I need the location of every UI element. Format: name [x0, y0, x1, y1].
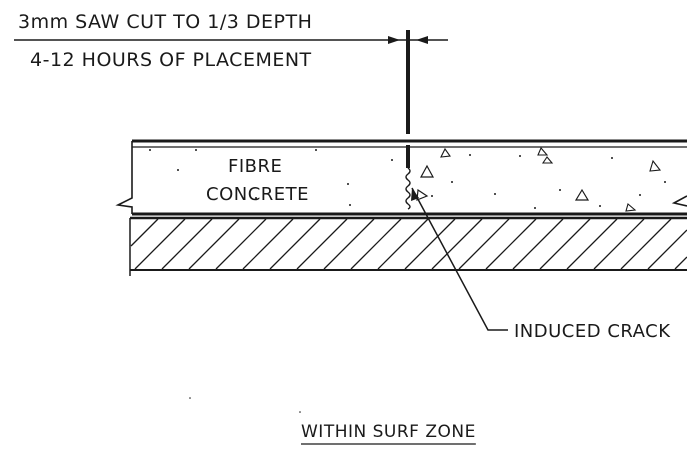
hatch-line — [593, 218, 645, 270]
hatch-line — [674, 256, 687, 270]
hatch-line — [215, 218, 267, 270]
hatch-line — [539, 218, 591, 270]
hatch-line — [566, 218, 618, 270]
crack-label: INDUCED CRACK — [514, 321, 671, 342]
hatch-line — [188, 218, 240, 270]
hatch-line — [134, 218, 186, 270]
material-label-line1: FIBRE — [228, 156, 282, 177]
hatch-line — [242, 218, 294, 270]
crack-leader-line — [411, 187, 508, 331]
hatch-line — [377, 218, 429, 270]
hatch-line — [161, 218, 213, 270]
hatch-line — [647, 229, 687, 270]
leader-arrow-left-icon — [388, 36, 400, 44]
leader-arrow-right-icon — [416, 36, 428, 44]
hatch-line — [512, 218, 564, 270]
hatch-line — [404, 218, 456, 270]
right-break-line — [671, 195, 687, 207]
hatch-line — [458, 218, 510, 270]
concrete-aggregate — [149, 146, 666, 212]
drawing-title: WITHIN SURF ZONE — [301, 422, 476, 442]
hatch-line — [296, 218, 348, 270]
hatch-line — [350, 218, 402, 270]
speck — [189, 397, 191, 399]
placement-note: 4-12 HOURS OF PLACEMENT — [30, 49, 312, 71]
induced-crack-line — [405, 167, 411, 210]
speck — [299, 411, 301, 413]
subbase-hatching — [130, 218, 687, 270]
saw-cut-note: 3mm SAW CUT TO 1/3 DEPTH — [18, 11, 312, 33]
hatch-line — [323, 218, 375, 270]
hatch-line — [269, 218, 321, 270]
hatch-line — [431, 218, 483, 270]
left-break-line — [115, 141, 133, 214]
hatch-line — [620, 218, 672, 270]
hatch-line — [485, 218, 537, 270]
crack-leader-arrow-icon — [411, 188, 419, 201]
hatch-line — [130, 218, 159, 247]
material-label-line2: CONCRETE — [206, 184, 309, 205]
